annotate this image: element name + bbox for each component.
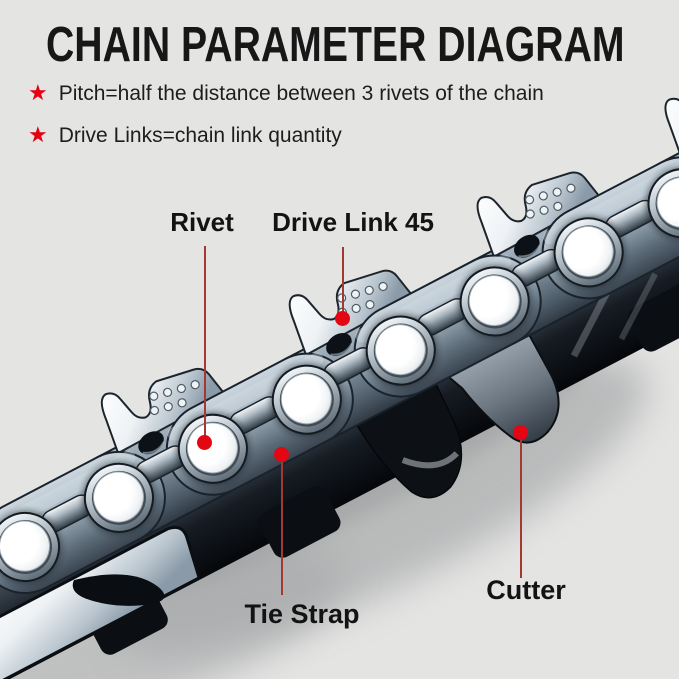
leader-line-cutter: [520, 434, 522, 578]
star-icon: ★: [28, 80, 48, 105]
bullet-drive-links-text: Drive Links=chain link quantity: [58, 124, 342, 147]
callout-dot-cutter: [513, 425, 528, 440]
bullet-pitch-text: Pitch=half the distance between 3 rivets…: [58, 82, 544, 105]
callout-dot-drive-link: [335, 311, 350, 326]
star-icon: ★: [28, 122, 48, 147]
leader-line-drive-link: [342, 247, 344, 320]
callout-dot-rivet: [197, 435, 212, 450]
callout-label-tie-strap: Tie Strap: [244, 599, 360, 629]
leader-line-rivet: [204, 246, 206, 444]
callout-label-rivet: Rivet: [170, 207, 234, 237]
chain-chrome-edge: [0, 525, 201, 679]
bullet-pitch: ★ Pitch=half the distance between 3 rive…: [28, 82, 544, 106]
page-title: CHAIN PARAMETER DIAGRAM: [46, 18, 625, 72]
callout-label-drive-link: Drive Link 45: [272, 207, 434, 237]
leader-line-tie-strap: [281, 456, 283, 595]
chain-segment: [0, 46, 679, 679]
callout-dot-tie-strap: [274, 447, 289, 462]
callout-label-cutter: Cutter: [486, 575, 566, 605]
bullet-drive-links: ★ Drive Links=chain link quantity: [28, 124, 342, 148]
